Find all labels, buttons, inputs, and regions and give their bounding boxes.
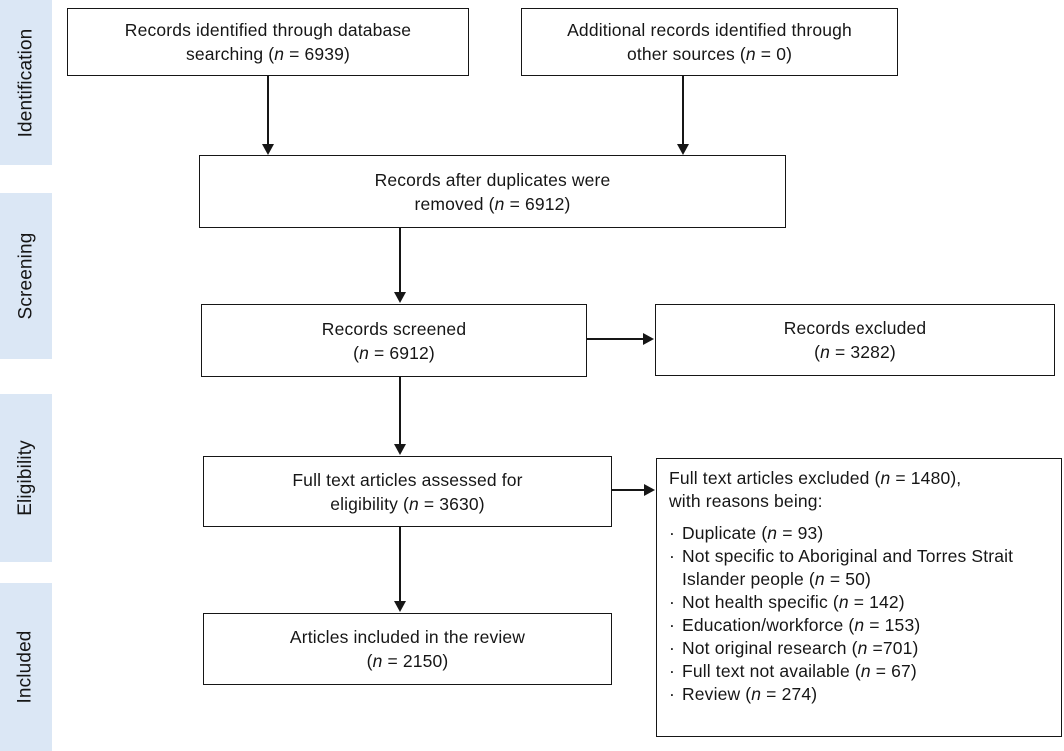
arrowhead-down-icon	[394, 444, 406, 455]
reason-item: · Education/workforce (n = 153)	[669, 614, 1051, 637]
box-text-line: (n = 2150)	[366, 651, 449, 671]
reason-text: Not health specific (n = 142)	[682, 592, 905, 612]
exclusion-heading-line: Full text articles excluded (n = 1480),	[669, 468, 962, 488]
exclusion-reasons-list: · Duplicate (n = 93) · Not specific to Abo…	[669, 522, 1051, 706]
arrowhead-down-icon	[394, 601, 406, 612]
reason-text: Duplicate (n = 93)	[682, 523, 824, 543]
arrowhead-down-icon	[677, 144, 689, 155]
box-fulltext-excluded: Full text articles excluded (n = 1480), …	[656, 458, 1062, 737]
flow-arrow-dedup-to-screened	[394, 228, 406, 303]
arrowhead-right-icon	[644, 484, 655, 496]
box-text-line: Records identified through database	[124, 20, 412, 40]
box-text-line: (n = 6912)	[353, 342, 435, 363]
box-fulltext-assessed: Full text articles assessed for eligibil…	[203, 456, 612, 527]
box-text-line: other sources (n = 0)	[626, 44, 793, 64]
box-records-excluded: Records excluded (n = 3282)	[655, 304, 1055, 376]
arrow-line	[612, 489, 645, 491]
box-text-line: eligibility (n = 3630)	[330, 493, 485, 514]
arrowhead-down-icon	[394, 292, 406, 303]
box-text-line: (n = 3282)	[814, 342, 896, 362]
reason-item: · Review (n = 274)	[669, 683, 1051, 706]
arrow-line	[682, 76, 684, 145]
box-text-line: Records excluded	[783, 318, 927, 338]
reason-item: · Not original research (n =701)	[669, 637, 1051, 660]
reason-item: · Full text not available (n = 67)	[669, 660, 1051, 683]
stage-label-text: Eligibility	[15, 440, 37, 516]
flow-arrow-fulltext-to-excluded	[612, 484, 655, 496]
arrow-line	[399, 527, 401, 602]
arrow-line	[399, 377, 401, 445]
box-text-line: Records after duplicates were	[374, 169, 611, 190]
reason-text: Education/workforce (n = 153)	[682, 615, 921, 635]
box-records-identified: Records identified through database sear…	[67, 8, 469, 76]
flow-arrow-identified-to-dedup	[262, 76, 274, 155]
arrowhead-down-icon	[262, 144, 274, 155]
arrowhead-right-icon	[643, 333, 654, 345]
stage-label-text: Identification	[15, 28, 36, 137]
bullet-icon: ·	[669, 592, 675, 612]
stage-label-eligibility: Eligibility	[0, 394, 52, 562]
box-text-line: Additional records identified through	[567, 20, 852, 40]
bullet-icon: ·	[669, 546, 675, 566]
flow-arrow-additional-to-dedup	[677, 76, 689, 155]
flow-arrow-screened-to-excluded	[587, 333, 654, 345]
bullet-icon: ·	[669, 523, 675, 543]
bullet-icon: ·	[669, 638, 675, 658]
box-additional-records: Additional records identified through ot…	[521, 8, 898, 76]
reason-item: · Duplicate (n = 93)	[669, 522, 1051, 545]
flow-arrow-screened-to-fulltext	[394, 377, 406, 455]
box-records-screened: Records screened (n = 6912)	[201, 304, 587, 377]
arrow-line	[399, 228, 401, 293]
bullet-icon: ·	[669, 684, 675, 704]
reason-text: Review (n = 274)	[682, 684, 818, 704]
stage-label-identification: Identification	[0, 0, 52, 165]
reason-item: · Not health specific (n = 142)	[669, 591, 1051, 614]
stage-label-included: Included	[0, 583, 52, 751]
box-articles-included: Articles included in the review (n = 215…	[203, 613, 612, 685]
flow-arrow-fulltext-to-included	[394, 527, 406, 612]
arrow-line	[587, 338, 644, 340]
box-duplicates-removed: Records after duplicates were removed (n…	[199, 155, 786, 228]
box-text-line: Articles included in the review	[289, 627, 526, 647]
bullet-icon: ·	[669, 661, 675, 681]
box-text-line: Full text articles assessed for	[292, 469, 523, 490]
reason-text: Not original research (n =701)	[682, 638, 919, 658]
stage-label-text: Included	[15, 630, 37, 704]
reason-item: · Not specific to Aboriginal and Torres S…	[669, 545, 1051, 591]
box-text-line: searching (n = 6939)	[185, 44, 350, 64]
stage-label-screening: Screening	[0, 193, 52, 359]
arrow-line	[267, 76, 269, 145]
reason-text: Full text not available (n = 67)	[682, 661, 917, 681]
bullet-icon: ·	[669, 615, 675, 635]
box-text-line: removed (n = 6912)	[414, 193, 571, 214]
exclusion-heading-line: with reasons being:	[669, 491, 823, 511]
box-text-line: Records screened	[321, 318, 467, 339]
reason-text: Not specific to Aboriginal and Torres St…	[682, 546, 1014, 589]
stage-label-text: Screening	[15, 232, 36, 320]
